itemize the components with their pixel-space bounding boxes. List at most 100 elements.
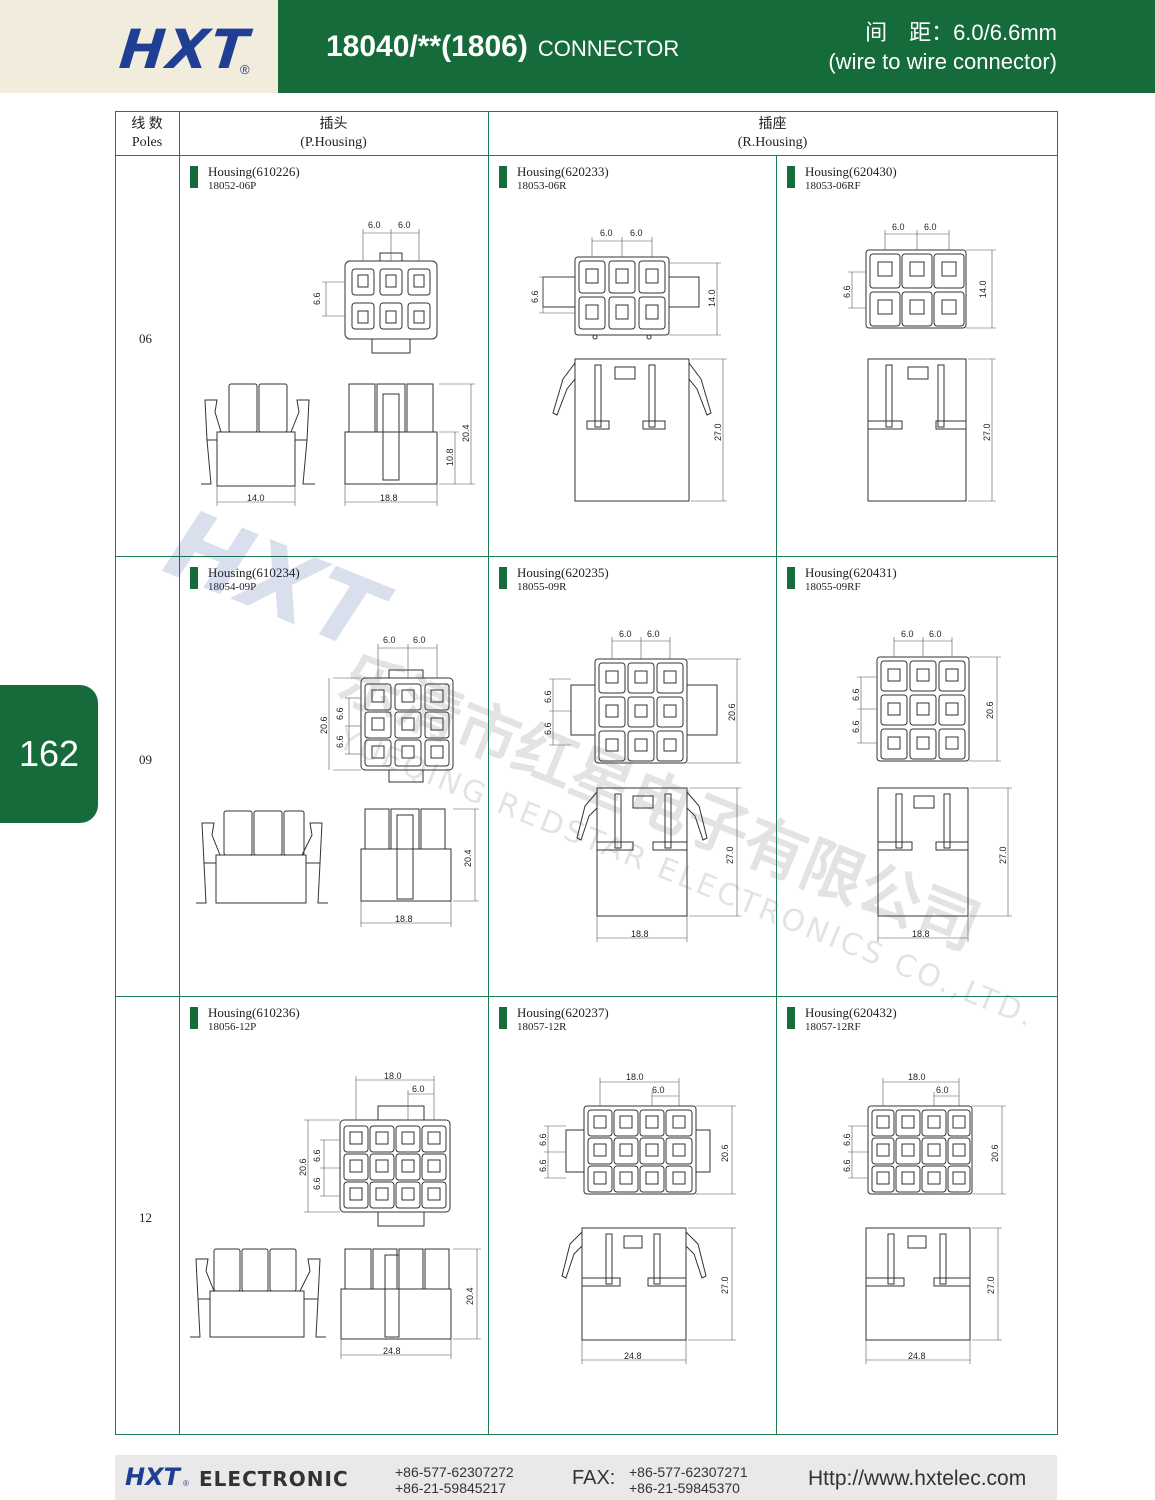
- product-kind: CONNECTOR: [537, 36, 680, 61]
- dim-pitch: 6.0: [892, 222, 905, 232]
- dim-row: 6.6: [543, 722, 553, 735]
- dim-height: 20.4: [461, 424, 471, 442]
- label-marker: [787, 166, 795, 188]
- grid-line: [115, 1434, 1057, 1435]
- part-number: 18057-12RF: [805, 1021, 861, 1033]
- logo-registered-mark: ®: [240, 62, 250, 77]
- dim-width: 18.8: [912, 929, 930, 939]
- grid-line: [115, 996, 1057, 997]
- dim-pitch: 6.0: [901, 629, 914, 639]
- series-code: 18040/**(1806): [326, 30, 528, 63]
- dim-pitch: 6.0: [412, 1084, 425, 1094]
- receptacle-flange-06-side-view: 27.0: [867, 358, 996, 502]
- housing-label: Housing(610226)18052-06P: [190, 164, 300, 194]
- part-number: 18053-06R: [517, 180, 567, 192]
- series-title: 18040/**(1806) CONNECTOR: [326, 30, 679, 64]
- receptacle-06-front-view: 6.0 6.0 6.6 14.0: [530, 228, 721, 340]
- dim-row: 6.6: [335, 707, 345, 720]
- poles-value: 12: [139, 1210, 152, 1225]
- dim-width: 24.8: [908, 1351, 926, 1361]
- plug-06-front-view: 6.0 6.0 6.6: [312, 220, 438, 354]
- dim-depth: 24.8: [383, 1346, 401, 1356]
- label-marker: [787, 1007, 795, 1029]
- housing-code: Housing(620432): [805, 1005, 897, 1020]
- phone-1: +86-577-62307272: [395, 1464, 514, 1480]
- dim-length: 27.0: [986, 1276, 996, 1294]
- page-footer: HXT ® ELECTRONIC +86-577-62307272 +86-21…: [115, 1455, 1057, 1500]
- phone-numbers: +86-577-62307272 +86-21-59845217: [395, 1464, 514, 1496]
- footer-registered-mark: ®: [183, 1479, 189, 1488]
- poles-header-cn: 线 数: [131, 117, 163, 132]
- website-link[interactable]: Http://www.hxtelec.com: [808, 1467, 1027, 1490]
- dim-row: 6.6: [538, 1159, 548, 1172]
- dim-pitch: 6.0: [413, 635, 426, 645]
- part-number: 18055-09RF: [805, 581, 861, 593]
- receptacle-flange-09-side-view: 27.0 18.8: [877, 787, 1012, 942]
- dim-pitch: 6.0: [936, 1085, 949, 1095]
- dim-pitch: 6.0: [647, 629, 660, 639]
- housing-code: Housing(620233): [517, 164, 609, 179]
- housing-label: Housing(620235)18055-09R: [499, 565, 609, 595]
- pitch-info: 间 距：6.0/6.6mm (wire to wire connector): [828, 18, 1057, 76]
- housing-code: Housing(620430): [805, 164, 897, 179]
- dim-span: 18.0: [908, 1072, 926, 1082]
- dim-row: 6.6: [530, 290, 540, 303]
- dim-height: 14.0: [978, 280, 988, 298]
- footer-logo: HXT: [125, 1463, 180, 1491]
- housing-label: Housing(620430)18053-06RF: [787, 164, 897, 194]
- label-marker: [190, 166, 198, 188]
- fax-1: +86-577-62307271: [629, 1464, 748, 1480]
- dim-length: 27.0: [998, 846, 1008, 864]
- footer-electronic: ELECTRONIC: [199, 1467, 349, 1491]
- plug-header: 插头 (P.Housing): [179, 116, 488, 152]
- part-number: 18057-12R: [517, 1021, 567, 1033]
- dim-depth: 18.8: [380, 493, 398, 503]
- plug-12-front-view: 18.0 6.0 20.6 6.6 6.6: [298, 1071, 451, 1227]
- dim-length: 27.0: [720, 1276, 730, 1294]
- dim-row: 6.6: [851, 720, 861, 733]
- dim-length: 27.0: [725, 846, 735, 864]
- plug-12-end-view: 20.4 24.8: [340, 1248, 481, 1359]
- housing-code: Housing(620237): [517, 1005, 609, 1020]
- receptacle-header-cn: 插座: [758, 117, 787, 132]
- fax-label: FAX:: [572, 1467, 616, 1489]
- dim-row: 6.6: [312, 1177, 322, 1190]
- dim-row: 6.6: [312, 292, 322, 305]
- dim-pitch: 6.0: [652, 1085, 665, 1095]
- grid-line: [115, 556, 1057, 557]
- usage-line: (wire to wire connector): [828, 49, 1057, 74]
- page-number-tab: 162: [0, 685, 98, 823]
- dim-width: 24.8: [624, 1351, 642, 1361]
- dim-height: 20.4: [465, 1287, 475, 1305]
- housing-code: Housing(610226): [208, 164, 300, 179]
- label-marker: [499, 166, 507, 188]
- dim-pitch: 6.0: [929, 629, 942, 639]
- receptacle-09-side-view: 27.0 18.8: [576, 787, 741, 942]
- page-number: 162: [18, 733, 80, 774]
- housing-label: Housing(620431)18055-09RF: [787, 565, 897, 595]
- dim-row: 6.6: [335, 735, 345, 748]
- dim-pitch: 6.0: [600, 228, 613, 238]
- housing-code: Housing(610236): [208, 1005, 300, 1020]
- pitch-line: 间 距：6.0/6.6mm: [865, 20, 1057, 45]
- dim-pitch: 6.0: [619, 629, 632, 639]
- dim-row: 6.6: [543, 690, 553, 703]
- dim-span: 18.0: [626, 1072, 644, 1082]
- dim-row: 6.6: [842, 1133, 852, 1146]
- dim-row: 6.6: [538, 1133, 548, 1146]
- grid-line: [115, 155, 1057, 156]
- dim-overall: 20.6: [319, 716, 329, 734]
- housing-label: Housing(610236)18056-12P: [190, 1005, 300, 1035]
- receptacle-12-front-view: 18.0 6.0 6.6 6.6 20.6: [538, 1072, 736, 1195]
- dim-pitch: 6.0: [398, 220, 411, 230]
- housing-code: Housing(610234): [208, 565, 300, 580]
- label-marker: [190, 567, 198, 589]
- receptacle-flange-06-front-view: 6.0 6.0 6.6 14.0: [842, 222, 996, 329]
- grid-line: [179, 111, 180, 1435]
- poles-header: 线 数 Poles: [115, 116, 179, 152]
- dim-length: 27.0: [982, 423, 992, 441]
- dim-lower: 10.8: [445, 448, 455, 466]
- receptacle-header: 插座 (R.Housing): [488, 116, 1057, 152]
- grid-line: [488, 111, 489, 1435]
